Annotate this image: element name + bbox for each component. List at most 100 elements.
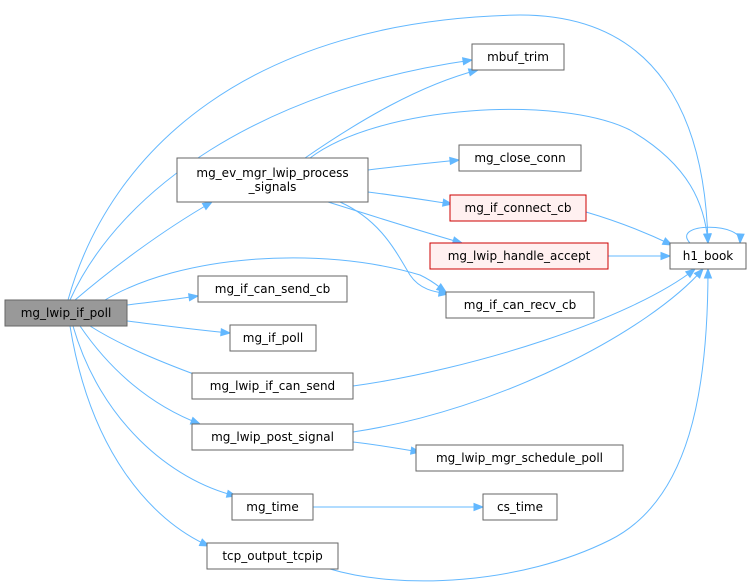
edge-connect-h1 (585, 211, 674, 246)
edge-ev-connect (367, 191, 454, 207)
edge-tcp-h1 (329, 267, 713, 582)
node-box[interactable] (231, 493, 314, 521)
node-label: mg_time (246, 500, 298, 514)
edge-line (585, 211, 673, 246)
edge-line (79, 325, 201, 425)
node-box[interactable] (176, 157, 369, 203)
arrowhead-icon (449, 156, 461, 166)
node-post[interactable]: mg_lwip_post_signal (191, 423, 354, 451)
node-label: mg_lwip_post_signal (211, 430, 334, 444)
arrowhead-icon (703, 267, 713, 279)
node-label: mg_lwip_mgr_schedule_poll (436, 451, 603, 465)
node-box[interactable] (482, 493, 558, 521)
node-box[interactable] (449, 194, 587, 222)
edge-line (352, 268, 704, 433)
node-cstime[interactable]: cs_time (482, 493, 558, 521)
node-box[interactable] (191, 372, 354, 400)
edge-poll-lwipcansend (89, 325, 212, 381)
arrowhead-icon (188, 293, 200, 302)
node-box[interactable] (445, 291, 595, 319)
edge-line (339, 201, 449, 295)
edge-line (367, 159, 460, 171)
edge-time-cstime (312, 502, 485, 512)
node-time[interactable]: mg_time (231, 493, 314, 521)
edge-line (304, 69, 479, 159)
edge-ev-accept (327, 201, 464, 245)
node-recv[interactable]: mg_if_can_recv_cb (445, 291, 595, 319)
edge-ev-mbuf (304, 68, 480, 159)
edge-poll-mbuf (69, 57, 474, 301)
node-close[interactable]: mg_close_conn (458, 144, 582, 172)
edge-line (69, 59, 473, 301)
edge-line (104, 257, 447, 301)
edge-poll-h1 (67, 14, 712, 301)
arrowhead-icon (684, 268, 697, 279)
node-box[interactable] (206, 542, 339, 570)
edge-line (126, 295, 199, 306)
node-box[interactable] (4, 299, 128, 327)
node-label: mg_ev_mgr_lwip_process (196, 166, 348, 180)
edge-line (72, 325, 237, 497)
arrowhead-icon (736, 233, 745, 245)
node-label: h1_book (683, 249, 734, 263)
node-label: mg_if_connect_cb (465, 201, 572, 215)
arrowhead-icon (461, 57, 474, 66)
node-box[interactable] (429, 242, 609, 270)
node-connect[interactable]: mg_if_connect_cb (449, 194, 587, 222)
node-ifpoll[interactable]: mg_if_poll (229, 324, 317, 352)
node-sched[interactable]: mg_lwip_mgr_schedule_poll (415, 444, 624, 472)
edge-line (126, 320, 231, 334)
edge-ev-h1 (309, 109, 712, 245)
edge-line (67, 14, 709, 301)
arrowhead-icon (660, 251, 672, 261)
node-box[interactable] (191, 423, 354, 451)
node-accept[interactable]: mg_lwip_handle_accept (429, 242, 609, 270)
node-h1[interactable]: h1_book (669, 242, 747, 270)
edge-line (367, 191, 453, 205)
node-lwipcansend[interactable]: mg_lwip_if_can_send (191, 372, 354, 400)
node-label: mg_if_can_send_cb (215, 282, 331, 296)
node-box[interactable] (197, 275, 348, 303)
arrowhead-icon (702, 233, 712, 245)
edge-poll-ev (74, 201, 214, 301)
edge-line (327, 201, 463, 244)
edge-lwipcansend-h1 (352, 268, 697, 387)
node-label: tcp_output_tcpip (222, 549, 322, 563)
node-box[interactable] (471, 43, 565, 71)
arrowhead-icon (220, 327, 232, 337)
edge-post-sched (352, 441, 422, 455)
node-label: cs_time (497, 500, 543, 514)
edge-line (329, 268, 709, 582)
edge-line (686, 226, 741, 244)
node-box[interactable] (669, 242, 747, 270)
arrowhead-icon (473, 502, 485, 512)
edge-post-h1 (352, 267, 704, 433)
edge-accept-h1 (607, 251, 672, 261)
edge-poll-tcp (69, 325, 211, 547)
node-label: mbuf_trim (487, 50, 549, 64)
node-label: mg_lwip_handle_accept (448, 249, 591, 263)
edge-line (352, 441, 421, 453)
node-label: mg_if_can_recv_cb (464, 298, 576, 312)
arrowhead-icon (693, 267, 704, 279)
node-poll[interactable]: mg_lwip_if_poll (4, 299, 128, 327)
edge-line (309, 109, 709, 244)
node-label: mg_close_conn (474, 151, 565, 165)
arrowhead-icon (189, 416, 202, 425)
node-tcp[interactable]: tcp_output_tcpip (206, 542, 339, 570)
edge-line (89, 325, 211, 381)
edge-poll-cansend (126, 293, 200, 306)
edge-poll-ifpoll (126, 320, 232, 337)
edge-line (69, 325, 210, 547)
arrowhead-icon (201, 201, 214, 211)
node-box[interactable] (229, 324, 317, 352)
node-mbuf[interactable]: mbuf_trim (471, 43, 565, 71)
node-label: mg_lwip_if_can_send (210, 379, 335, 393)
node-box[interactable] (458, 144, 582, 172)
node-ev[interactable]: mg_ev_mgr_lwip_process_signals (176, 157, 369, 203)
node-cansend[interactable]: mg_if_can_send_cb (197, 275, 348, 303)
node-box[interactable] (415, 444, 624, 472)
edge-poll-post (79, 325, 202, 425)
